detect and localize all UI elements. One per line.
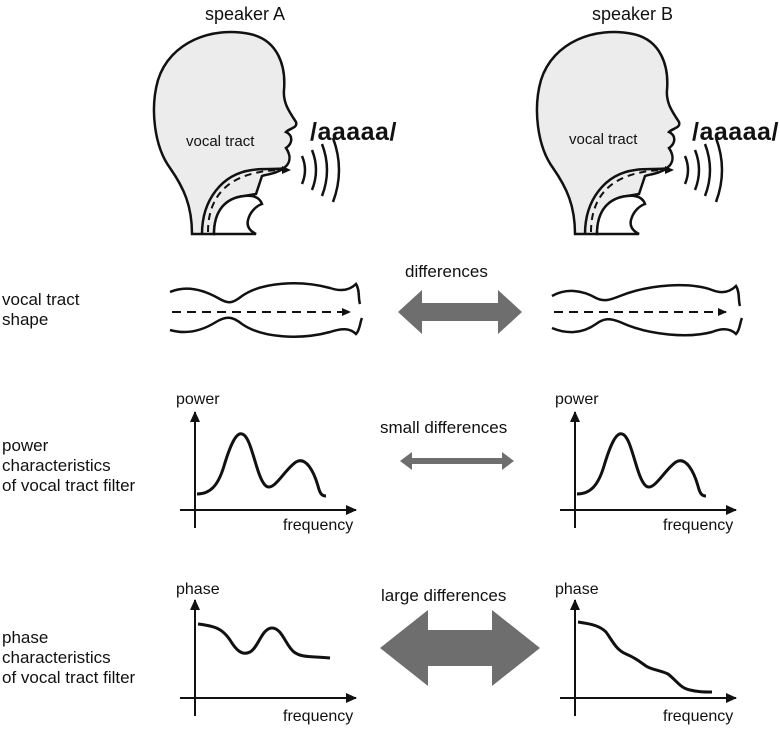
row-label-phase-line3: of vocal tract filter	[2, 668, 136, 687]
power-plot-b	[560, 411, 737, 528]
comparison-label-phase: large differences	[381, 586, 507, 605]
phase-plot-b	[560, 599, 737, 716]
row-label-power-line2: characteristics	[2, 456, 111, 475]
phase-axis-label-a: phase	[176, 581, 220, 598]
row-label-shape: vocal tract shape	[2, 290, 152, 330]
frequency-axis-label-power-a: frequency	[283, 517, 354, 534]
vocal-tract-label-b: vocal tract	[569, 131, 638, 148]
row-label-phase-line1: phase	[2, 628, 49, 647]
power-plot-a	[180, 411, 357, 528]
frequency-axis-label-power-b: frequency	[663, 517, 734, 534]
row-label-phase: phase characteristics of vocal tract fil…	[2, 628, 172, 688]
power-axis-label-b: power	[555, 391, 599, 408]
frequency-axis-label-phase-b: frequency	[663, 708, 734, 725]
small-differences-arrow	[400, 452, 514, 470]
row-label-power-line1: power	[2, 436, 49, 455]
row-label-shape-line2: shape	[2, 310, 49, 329]
row-label-phase-line2: characteristics	[2, 648, 111, 667]
row-label-power: power characteristics of vocal tract fil…	[2, 436, 172, 496]
row-label-shape-line1: vocal tract	[2, 290, 80, 309]
speaker-b-title: speaker B	[592, 4, 674, 24]
phase-axis-label-b: phase	[555, 581, 599, 598]
large-differences-arrow	[380, 610, 540, 686]
vocal-tract-shape-b	[551, 283, 744, 337]
phase-plot-a	[180, 599, 357, 716]
vowel-sound-a: /aaaaa/	[310, 118, 397, 146]
vocal-tract-shape-a	[169, 282, 364, 338]
row-label-power-line3: of vocal tract filter	[2, 476, 136, 495]
comparison-label-shape: differences	[405, 262, 488, 281]
vowel-sound-b: /aaaaa/	[692, 118, 779, 146]
vocal-tract-label-a: vocal tract	[186, 133, 255, 150]
power-axis-label-a: power	[176, 391, 220, 408]
speaker-a-title: speaker A	[205, 4, 286, 24]
differences-arrow	[398, 290, 522, 334]
comparison-label-power: small differences	[380, 418, 508, 437]
frequency-axis-label-phase-a: frequency	[283, 708, 354, 725]
